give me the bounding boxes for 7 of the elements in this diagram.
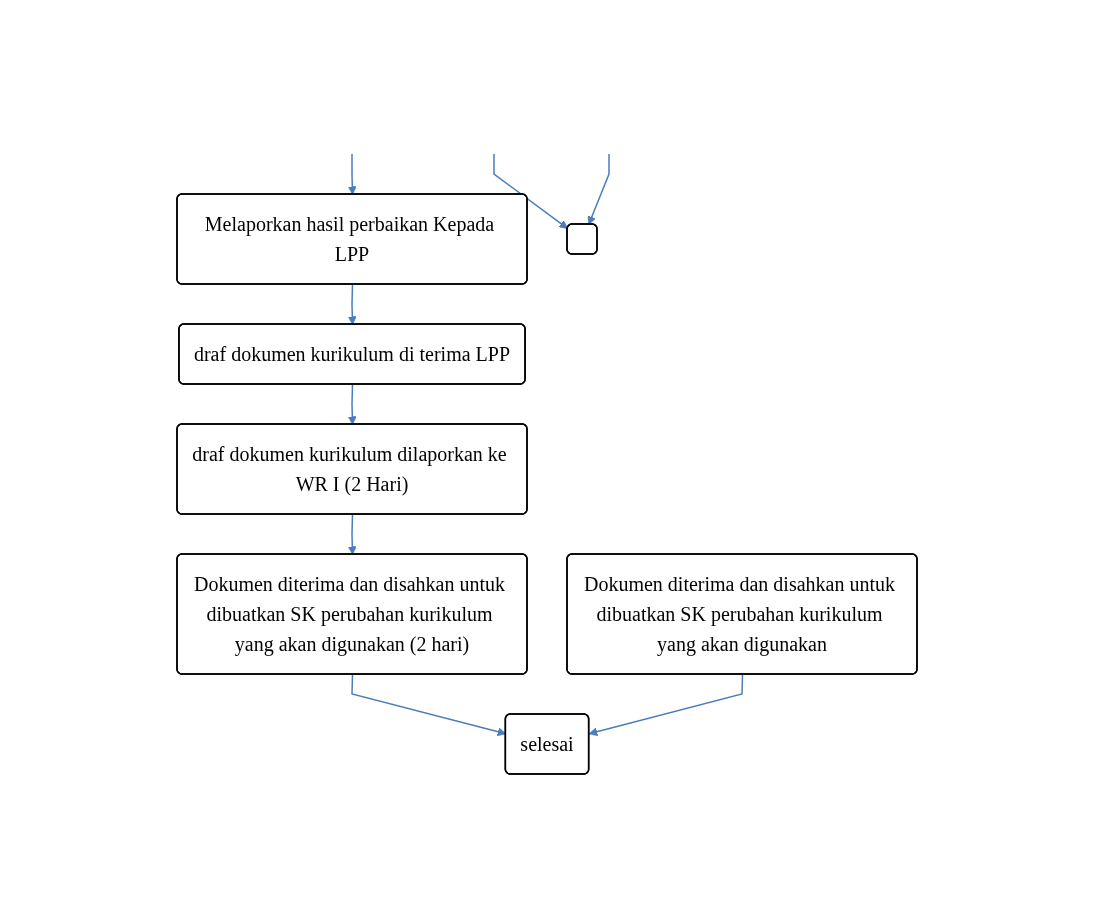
arrow bbox=[493, 152, 568, 229]
arrow bbox=[347, 513, 357, 555]
arrow bbox=[587, 152, 610, 225]
arrow bbox=[347, 383, 357, 425]
arrow bbox=[347, 283, 357, 325]
arrow bbox=[347, 152, 357, 195]
arrow bbox=[588, 673, 744, 736]
